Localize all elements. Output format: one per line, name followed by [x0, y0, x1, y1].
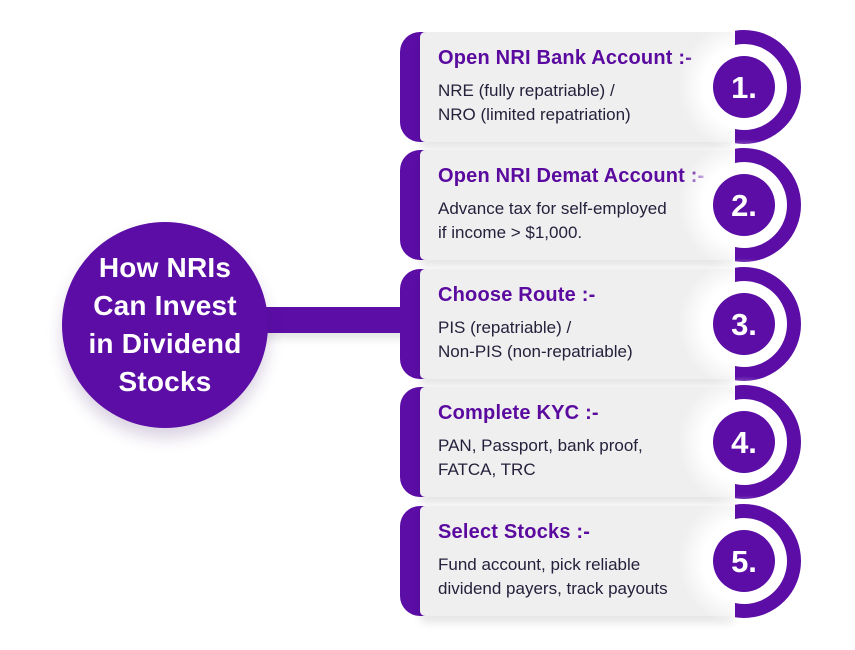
step-body-line: FATCA, TRC: [438, 460, 536, 479]
hub-title-line: in Dividend: [88, 328, 242, 359]
hub-title-line: Stocks: [118, 366, 212, 397]
step-card-1: Open NRI Bank Account :- NRE (fully repa…: [400, 21, 810, 153]
hub-title: How NRIs Can Invest in Dividend Stocks: [88, 249, 241, 401]
step-title: Complete KYC :-: [438, 402, 599, 424]
step-body-line: Advance tax for self-employed: [438, 199, 667, 218]
step-card-4: Complete KYC :- PAN, Passport, bank proo…: [400, 376, 810, 508]
step-card-body: Select Stocks :- Fund account, pick reli…: [420, 506, 735, 616]
step-body-line: dividend payers, track payouts: [438, 579, 668, 598]
hub-circle: How NRIs Can Invest in Dividend Stocks: [62, 222, 268, 428]
step-title: Open NRI Demat Account :-: [438, 165, 705, 187]
step-title: Open NRI Bank Account :-: [438, 47, 693, 69]
step-card-body: Open NRI Bank Account :- NRE (fully repa…: [420, 32, 735, 142]
step-card-5: Select Stocks :- Fund account, pick reli…: [400, 495, 810, 627]
step-body-line: PIS (repatriable) /: [438, 318, 572, 337]
step-body-line: if income > $1,000.: [438, 223, 583, 242]
step-title: Select Stocks :-: [438, 521, 591, 543]
step-body-line: PAN, Passport, bank proof,: [438, 436, 643, 455]
step-card-3: Choose Route :- PIS (repatriable) / Non-…: [400, 258, 810, 390]
step-card-body: Complete KYC :- PAN, Passport, bank proo…: [420, 387, 735, 497]
step-card-body: Choose Route :- PIS (repatriable) / Non-…: [420, 269, 735, 379]
step-title: Choose Route :-: [438, 284, 596, 306]
step-body-line: NRO (limited repatriation): [438, 105, 631, 124]
step-body-line: Non-PIS (non-repatriable): [438, 342, 633, 361]
hub-title-line: How NRIs: [98, 252, 232, 283]
step-card-2: Open NRI Demat Account :- Advance tax fo…: [400, 139, 810, 271]
hub-title-line: Can Invest: [93, 290, 237, 321]
step-body-line: NRE (fully repatriable) /: [438, 81, 615, 100]
step-body-line: Fund account, pick reliable: [438, 555, 641, 574]
step-card-body: Open NRI Demat Account :- Advance tax fo…: [420, 150, 735, 260]
hub-connector-bar: [240, 307, 415, 333]
